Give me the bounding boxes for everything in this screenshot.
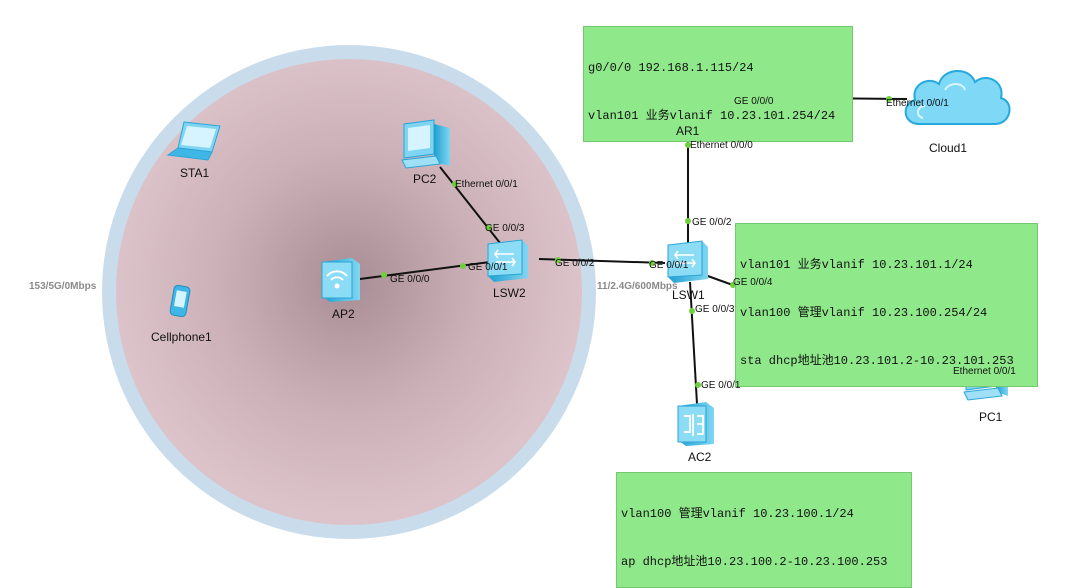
port-dot: [685, 218, 691, 224]
port-label-pc1-eth001: Ethernet 0/0/1: [953, 366, 1016, 377]
port-dot: [730, 282, 736, 288]
pc-icon[interactable]: [401, 119, 450, 169]
device-label-pc2: PC2: [413, 172, 437, 186]
device-label-lsw1: LSW1: [672, 288, 705, 302]
port-dot: [695, 382, 701, 388]
port-dot: [685, 142, 691, 148]
ar1-note-line-2: vlan101 业务vlanif 10.23.101.254/24: [588, 109, 836, 123]
ar1-config-note: g0/0/0 192.168.1.115/24 vlan101 业务vlanif…: [583, 26, 853, 142]
port-dot: [555, 257, 561, 263]
laptop-icon[interactable]: [166, 121, 221, 161]
port-dot: [381, 272, 387, 278]
ac2-note-line-2: ap dhcp地址池10.23.100.2-10.23.100.253: [621, 555, 888, 569]
port-dot: [486, 225, 492, 231]
cellphone-icon[interactable]: [169, 284, 191, 318]
device-label-ap2: AP2: [332, 307, 355, 321]
port-label-cloud1-eth001: Ethernet 0/0/1: [886, 98, 949, 109]
device-label-cellphone1: Cellphone1: [151, 330, 212, 344]
port-label-lsw1-ge003: GE 0/0/3: [695, 304, 735, 315]
port-label-lsw2-ge001: GE 0/0/1: [468, 262, 508, 273]
port-label-lsw2-ge003: GE 0/0/3: [485, 223, 525, 234]
wifi-rate-label-center: 11/2.4G/600Mbps: [597, 281, 678, 292]
ar1-note-line-1: g0/0/0 192.168.1.115/24: [588, 61, 754, 75]
port-label-ar1-ge000: GE 0/0/0: [734, 96, 774, 107]
device-label-ar1: AR1: [676, 124, 700, 138]
port-label-ac2-ge001: GE 0/0/1: [701, 380, 741, 391]
switch-icon[interactable]: [487, 239, 528, 282]
port-label-ap2-ge000: GE 0/0/0: [390, 274, 430, 285]
port-label-pc2-eth001: Ethernet 0/0/1: [455, 179, 518, 190]
port-label-lsw1-ge002: GE 0/0/2: [692, 217, 732, 228]
port-dot: [886, 96, 892, 102]
port-label-lsw1-ge004: GE 0/0/4: [733, 277, 773, 288]
device-label-cloud1: Cloud1: [929, 141, 968, 155]
lsw1-note-line-1: vlan101 业务vlanif 10.23.101.1/24: [740, 258, 973, 272]
device-label-ac2: AC2: [688, 450, 712, 464]
port-dot: [649, 260, 655, 266]
device-label-pc1: PC1: [979, 410, 1003, 424]
device-label-sta1: STA1: [180, 166, 210, 180]
port-dot: [689, 308, 695, 314]
cloud-icon[interactable]: [904, 70, 1011, 125]
port-label-lsw1-ge001: GE 0/0/1: [649, 260, 689, 271]
topology-canvas: R: [102, 45, 1011, 539]
ac2-note-line-1: vlan100 管理vlanif 10.23.100.1/24: [621, 507, 854, 521]
port-dot: [452, 181, 458, 187]
port-dot: [460, 263, 466, 269]
access-point-icon[interactable]: [321, 258, 360, 302]
access-controller-icon[interactable]: [677, 402, 714, 446]
ac2-config-note: vlan100 管理vlanif 10.23.100.1/24 ap dhcp地…: [616, 472, 912, 588]
lsw1-config-note: vlan101 业务vlanif 10.23.101.1/24 vlan100 …: [735, 223, 1038, 387]
device-label-lsw2: LSW2: [493, 286, 526, 300]
port-label-ar1-eth000: Ethernet 0/0/0: [690, 140, 753, 151]
lsw1-note-line-2: vlan100 管理vlanif 10.23.100.254/24: [740, 306, 988, 320]
switch-icon[interactable]: [667, 240, 708, 283]
port-label-lsw2-ge002: GE 0/0/2: [555, 258, 595, 269]
lsw1-note-line-3: sta dhcp地址池10.23.101.2-10.23.101.253: [740, 354, 1014, 368]
wifi-rate-label-left: 153/5G/0Mbps: [29, 281, 97, 292]
